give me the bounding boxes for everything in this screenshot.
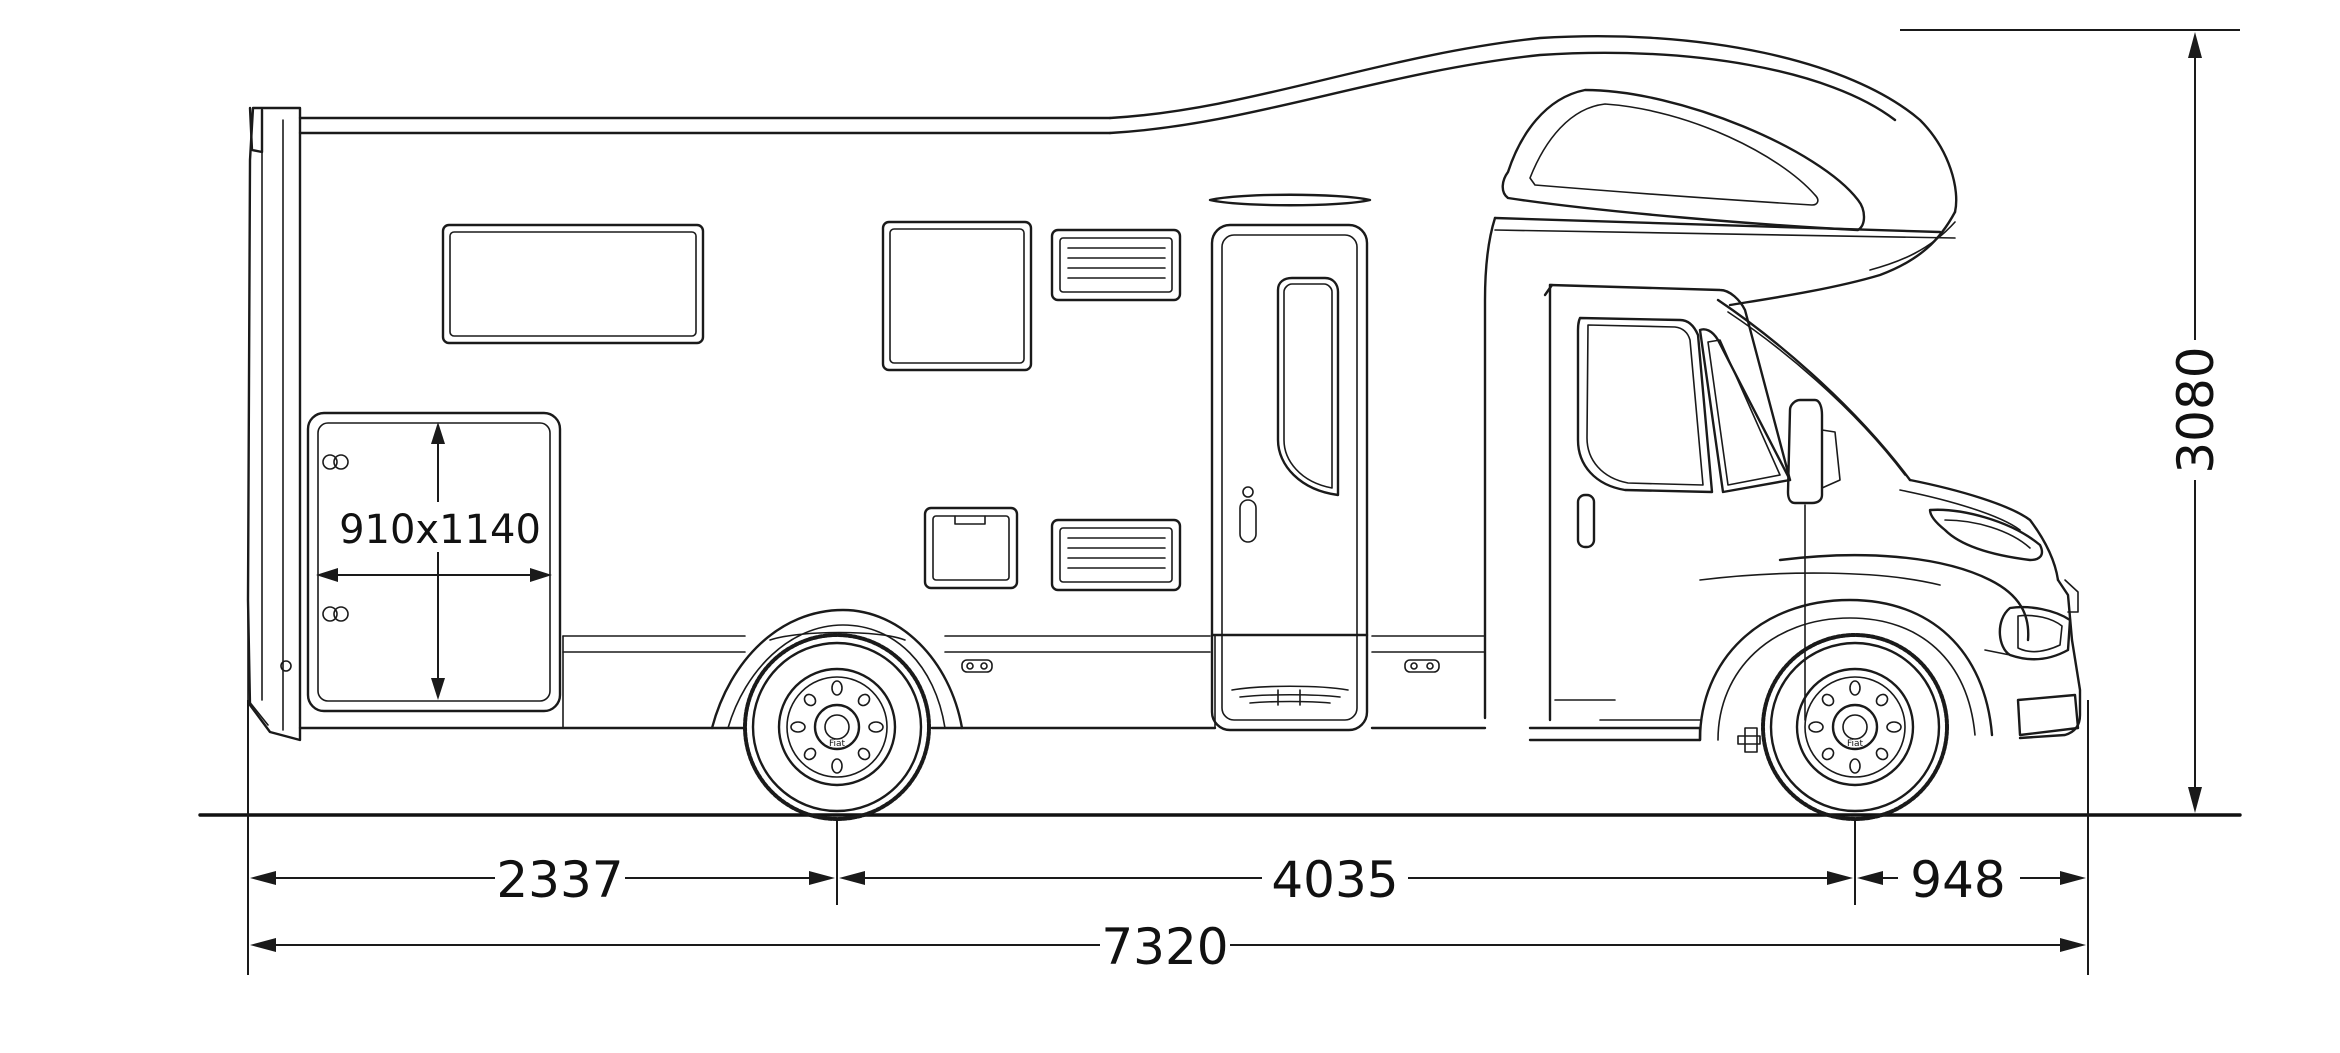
front-overhang-label: 948 xyxy=(1910,851,2005,909)
lower-vent-grille xyxy=(1050,518,1182,592)
garage-door: 910x1140 xyxy=(306,411,562,713)
roof-vent-light xyxy=(1208,193,1372,207)
overall-length-label: 7320 xyxy=(1101,918,1228,976)
door-size-label: 910x1140 xyxy=(339,507,541,553)
front-wheel: Fiat xyxy=(1761,633,1949,821)
rear-wheel-arch xyxy=(710,608,964,730)
wheelbase-dimension: 4035 xyxy=(839,851,1853,909)
rear-overhang-label: 2337 xyxy=(496,851,623,909)
height-label: 3080 xyxy=(2167,346,2225,473)
height-dimension: 3080 xyxy=(2167,32,2225,813)
entry-door xyxy=(1208,193,1372,732)
side-skirt-details xyxy=(961,659,1440,673)
front-hub-text: Fiat xyxy=(1847,739,1864,749)
rear-hub-text: Fiat xyxy=(829,739,846,749)
mid-side-window xyxy=(881,220,1033,372)
rear-wheel: Fiat xyxy=(743,633,931,821)
habitation-body xyxy=(298,35,1958,730)
cab xyxy=(1528,283,2082,753)
front-overhang-dimension: 948 xyxy=(1857,851,2086,909)
rear-side-window xyxy=(441,223,705,345)
extension-lines xyxy=(247,29,2240,975)
upper-vent-grille xyxy=(1050,228,1182,302)
rear-wall xyxy=(246,106,302,742)
overall-length-dimension: 7320 xyxy=(250,918,2086,976)
rear-overhang-dimension: 2337 xyxy=(250,851,835,909)
service-hatch xyxy=(923,506,1019,590)
wheelbase-label: 4035 xyxy=(1271,851,1398,909)
